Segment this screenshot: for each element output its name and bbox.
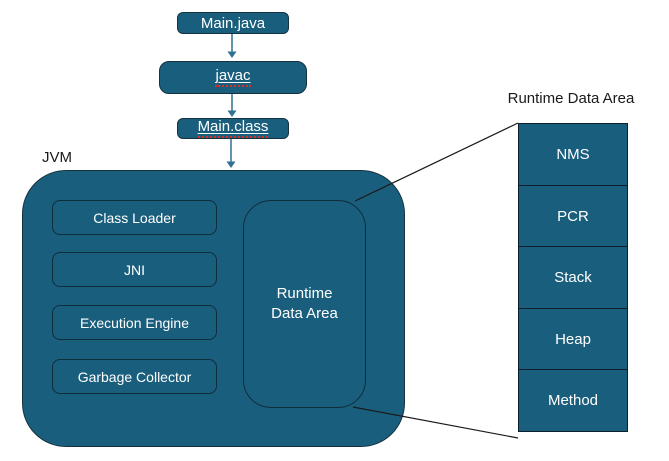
main-class-label: Main.class — [197, 119, 269, 138]
jvm-label: JVM — [42, 149, 72, 166]
arrow-main-java-to-javac — [227, 34, 237, 58]
runtime-data-area-line2: Data Area — [271, 305, 338, 322]
segment-heap: Heap — [518, 307, 628, 371]
jni-box: JNI — [52, 252, 217, 287]
segment-method: Method — [518, 369, 628, 433]
main-java-box: Main.java — [177, 12, 289, 34]
runtime-data-area-box: Runtime Data Area — [243, 200, 366, 408]
runtime-data-area-line1: Runtime — [276, 285, 333, 302]
garbage-collector-label: Garbage Collector — [77, 368, 192, 385]
arrow-javac-to-main-class — [227, 94, 237, 117]
execution-engine-box: Execution Engine — [52, 305, 217, 340]
segment-nms: NMS — [518, 123, 628, 186]
segment-stack: Stack — [518, 246, 628, 310]
class-loader-label: Class Loader — [93, 209, 176, 226]
class-loader-box: Class Loader — [52, 200, 217, 235]
segment-method-label: Method — [547, 392, 599, 410]
segment-pcr-label: PCR — [557, 207, 589, 225]
execution-engine-label: Execution Engine — [80, 314, 189, 331]
segment-pcr: PCR — [518, 184, 628, 248]
main-class-box: Main.class — [177, 118, 289, 139]
segment-heap-label: Heap — [555, 330, 591, 348]
runtime-detail-title: Runtime Data Area — [507, 90, 635, 107]
arrow-main-class-to-jvm — [226, 139, 236, 168]
javac-box: javac — [159, 61, 307, 94]
segment-nms-label: NMS — [556, 146, 590, 163]
segment-stack-label: Stack — [554, 269, 592, 287]
javac-label: javac — [215, 68, 251, 87]
garbage-collector-box: Garbage Collector — [52, 359, 217, 394]
jni-label: JNI — [124, 261, 145, 278]
main-java-label: Main.java — [200, 14, 266, 32]
runtime-detail-stack: NMS PCR Stack Heap Method — [518, 123, 628, 433]
